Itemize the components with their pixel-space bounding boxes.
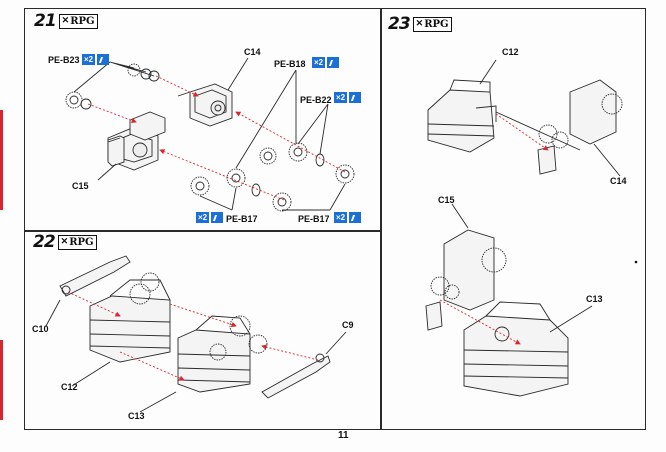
part-label-c15: C15 — [72, 181, 89, 191]
step-21-drawing — [65, 57, 355, 212]
brand-logo-icon: ✕RPG — [58, 13, 98, 29]
step-23-badge: 23 ✕RPG — [388, 14, 452, 34]
part-label-c14: C14 — [244, 47, 261, 57]
brand-logo-icon: ✕RPG — [412, 16, 452, 32]
part-label-pe-b22: PE-B22 — [300, 95, 332, 105]
part-label-c15: C15 — [438, 195, 455, 205]
part-label-pe-b17: PE-B17 — [226, 214, 258, 224]
quantity-badge: ×2 — [82, 54, 110, 65]
step-22-badge: 22 ✕RPG — [33, 232, 97, 252]
quantity-badge: ×2 — [196, 212, 224, 223]
quantity-text: ×2 — [334, 92, 348, 103]
step-23-panel — [380, 8, 646, 430]
part-label-pe-b18: PE-B18 — [274, 59, 306, 69]
part-label-c10: C10 — [32, 324, 49, 334]
brand-logo-icon: ✕RPG — [57, 234, 97, 250]
step-number: 21 — [34, 11, 57, 31]
part-label-pe-b17: PE-B17 — [298, 214, 330, 224]
tool-icon — [349, 92, 362, 103]
tool-icon — [349, 212, 362, 223]
part-label-c13: C13 — [586, 294, 603, 304]
part-label-c13: C13 — [128, 411, 145, 421]
quantity-badge: ×2 — [312, 57, 340, 68]
quantity-badge: ×2 — [334, 92, 362, 103]
step-21-panel — [24, 8, 382, 232]
step-number: 23 — [388, 14, 411, 34]
step-22-panel — [24, 230, 382, 430]
tool-icon — [327, 57, 340, 68]
step-23-drawing — [425, 59, 623, 397]
page-edge-mark — [0, 110, 3, 210]
tool-icon — [97, 54, 110, 65]
quantity-text: ×2 — [82, 54, 96, 65]
page-number: 11 — [338, 430, 349, 441]
step-21-badge: 21 ✕RPG — [34, 11, 98, 31]
step-number: 22 — [33, 232, 56, 252]
quantity-badge: ×2 — [334, 212, 362, 223]
part-label-c12: C12 — [61, 382, 78, 392]
quantity-text: ×2 — [334, 212, 348, 223]
part-label-c12: C12 — [502, 47, 519, 57]
quantity-text: ×2 — [312, 57, 326, 68]
page-edge-mark — [0, 340, 3, 420]
part-label-pe-b23: PE-B23 — [48, 55, 80, 65]
step-22-drawing — [45, 255, 347, 413]
part-label-c14: C14 — [610, 176, 627, 186]
part-label-c9: C9 — [342, 320, 354, 330]
tool-icon — [211, 212, 224, 223]
quantity-text: ×2 — [196, 212, 210, 223]
